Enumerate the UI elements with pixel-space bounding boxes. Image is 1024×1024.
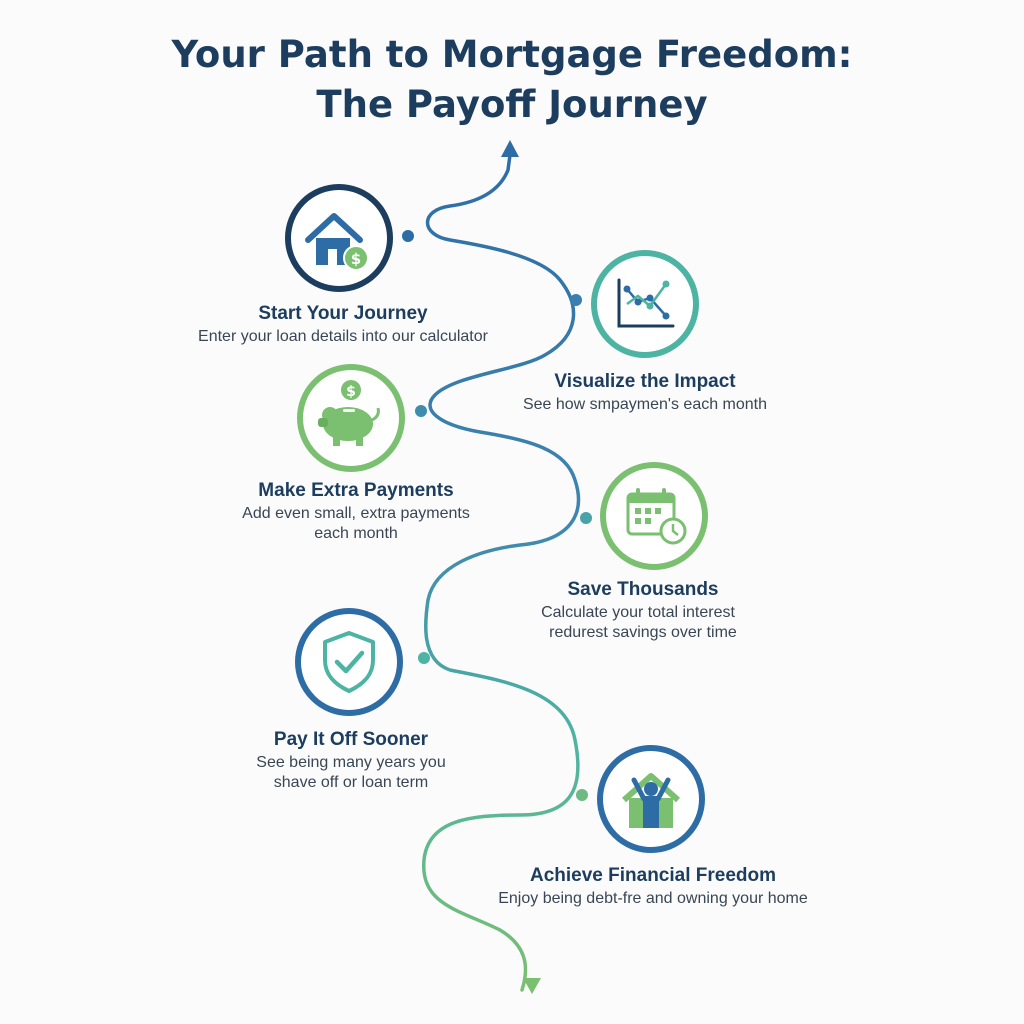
step-5-desc-line: shave off or loan term xyxy=(273,774,429,791)
step-4-desc: Calculate your total interest redurest s… xyxy=(498,603,788,643)
waypoint-dot xyxy=(402,230,414,242)
svg-text:$: $ xyxy=(351,250,361,268)
step-5-desc-line: See being many years you xyxy=(256,754,446,771)
step-4-node xyxy=(600,462,708,570)
step-1-desc: Enter your loan details into our calcula… xyxy=(178,327,508,347)
path-arrow-top xyxy=(501,140,519,157)
house-dollar-icon: $ xyxy=(305,213,369,271)
waypoint-dot xyxy=(415,405,427,417)
step-1-desc-line: Enter your loan details into our calcula… xyxy=(198,328,488,345)
step-6-node xyxy=(597,745,705,853)
journey-path xyxy=(422,153,581,992)
step-3-desc-line: each month xyxy=(314,525,398,542)
path-arrow-bottom xyxy=(523,978,541,994)
title-line-1: Your Path to Mortgage Freedom: xyxy=(171,33,853,76)
step-3-text: Make Extra Payments Add even small, extr… xyxy=(216,479,496,544)
step-4-title: Save Thousands xyxy=(567,579,719,600)
step-2-node xyxy=(591,250,699,358)
piggy-bank-icon: $ xyxy=(318,380,380,446)
svg-text:$: $ xyxy=(346,384,356,400)
step-4-desc-line: redurest savings over time xyxy=(549,624,737,641)
title-line-2: The Payoff Journey xyxy=(316,83,708,126)
step-4-desc-line: Calculate your total interest xyxy=(541,604,735,621)
step-3-node: $ xyxy=(297,364,405,472)
calendar-clock-icon xyxy=(626,488,687,545)
step-5-desc: See being many years you shave off or lo… xyxy=(221,753,481,793)
step-5-node xyxy=(295,608,403,716)
page-title: Your Path to Mortgage Freedom: The Payof… xyxy=(0,30,1024,130)
line-chart-icon xyxy=(617,278,675,328)
step-1-node: $ xyxy=(285,184,393,292)
step-4-text: Save Thousands Calculate your total inte… xyxy=(498,578,788,643)
waypoint-dot xyxy=(570,294,582,306)
freedom-home-icon xyxy=(622,773,680,828)
step-2-desc: See how smpaymen's each month xyxy=(490,395,800,415)
step-2-title: Visualize the Impact xyxy=(554,371,736,392)
step-6-desc-line: Enjoy being debt-fre and owning your hom… xyxy=(498,890,808,907)
step-6-text: Achieve Financial Freedom Enjoy being de… xyxy=(468,864,838,909)
step-3-desc: Add even small, extra payments each mont… xyxy=(216,504,496,544)
step-3-desc-line: Add even small, extra payments xyxy=(242,505,470,522)
step-3-title: Make Extra Payments xyxy=(258,480,454,501)
waypoint-dot xyxy=(580,512,592,524)
step-5-title: Pay It Off Sooner xyxy=(273,729,429,750)
step-5-text: Pay It Off Sooner See being many years y… xyxy=(221,728,481,793)
step-1-title: Start Your Journey xyxy=(258,303,428,324)
step-2-text: Visualize the Impact See how smpaymen's … xyxy=(490,370,800,415)
step-1-text: Start Your Journey Enter your loan detai… xyxy=(178,302,508,347)
waypoint-dot xyxy=(576,789,588,801)
step-6-desc: Enjoy being debt-fre and owning your hom… xyxy=(468,889,838,909)
step-6-title: Achieve Financial Freedom xyxy=(529,865,777,886)
shield-check-icon xyxy=(323,631,375,693)
waypoint-dot xyxy=(418,652,430,664)
step-2-desc-line: See how smpaymen's each month xyxy=(522,396,768,413)
